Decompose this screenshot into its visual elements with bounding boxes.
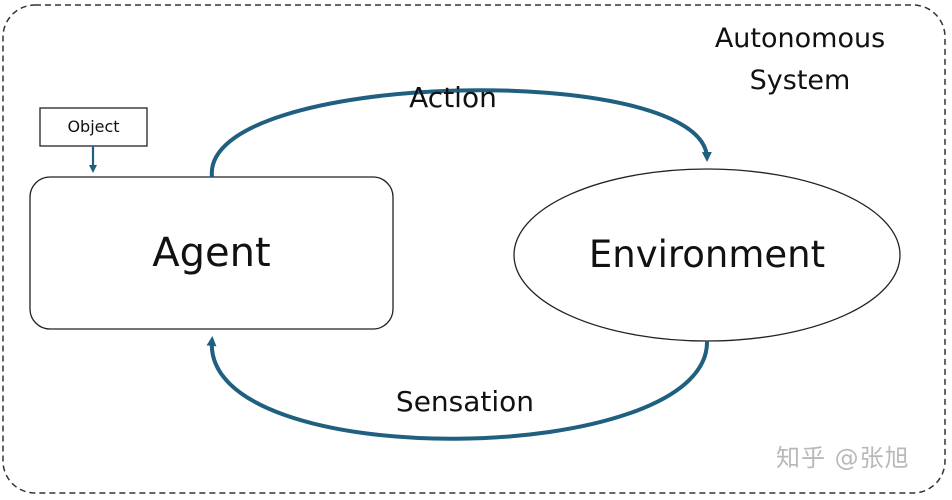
object-label: Object: [67, 117, 120, 136]
sensation-arrow: [206, 336, 710, 441]
action-label: Action: [409, 81, 497, 114]
autonomous-system-label: Autonomous System: [690, 18, 910, 102]
watermark-text: 知乎 @张旭: [776, 444, 910, 472]
autonomous-system-boundary: [2, 4, 946, 494]
autonomous-system-label-line2: System: [749, 65, 851, 96]
action-arrow: [209, 88, 712, 178]
agent-label: Agent: [152, 230, 271, 276]
environment-label: Environment: [588, 233, 826, 276]
autonomous-system-label-line1: Autonomous: [714, 23, 886, 54]
sensation-label: Sensation: [395, 385, 535, 418]
